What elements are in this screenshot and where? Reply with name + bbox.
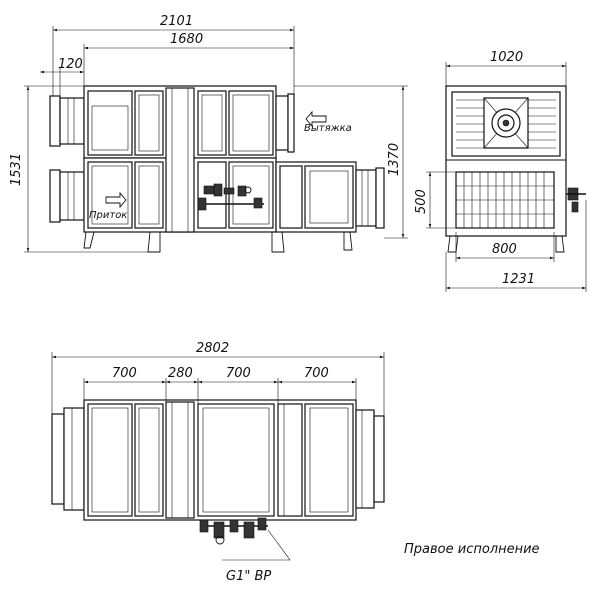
dim-overall: 2802	[196, 341, 229, 356]
dim-inner-width: 800	[492, 242, 517, 257]
side-valve	[566, 187, 586, 213]
left-duct-flanges	[49, 95, 85, 223]
dim-inner-length: 1680	[170, 32, 203, 47]
caption-right-version: Правое исполнение	[404, 542, 540, 557]
dim-top-width: 1020	[490, 50, 523, 65]
label-connection: G1" ВР	[226, 569, 271, 584]
label-supply: Приток	[89, 210, 127, 221]
top-valve-assembly	[199, 517, 268, 545]
side-dimensions: 1020 800 1231 500	[414, 50, 587, 292]
upper-panels	[87, 87, 274, 233]
dim-inner-height: 500	[414, 189, 429, 214]
dim-bottom-width: 1231	[502, 272, 535, 287]
lower-panels	[87, 161, 274, 229]
valve-assembly	[197, 183, 264, 211]
dim-seg-3: 700	[226, 366, 251, 381]
supply-arrow	[105, 191, 127, 209]
label-exhaust: Вытяжка	[304, 123, 352, 134]
right-extension	[275, 93, 385, 233]
front-view: Вытяжка Приток 2101 1680 120 1531	[9, 14, 408, 253]
dim-seg-1: 700	[112, 366, 137, 381]
dim-flange: 120	[58, 57, 83, 72]
support-feet	[83, 231, 353, 253]
dim-height-lower: 1370	[387, 143, 402, 176]
exhaust-arrow	[305, 110, 327, 128]
dim-overall-length: 2101	[160, 14, 193, 29]
dim-seg-4: 700	[304, 366, 329, 381]
coil-grid	[456, 172, 554, 228]
top-dimensions: 2802 700 280 700 700	[51, 341, 385, 416]
front-dimensions: 2101 1680 120 1531 1370	[9, 14, 408, 253]
dim-height-total: 1531	[9, 153, 24, 186]
top-view: G1" ВР 2802 700 280 700 700	[51, 341, 385, 584]
dim-seg-2: 280	[168, 366, 193, 381]
side-view: 1020 800 1231 500	[414, 50, 587, 292]
